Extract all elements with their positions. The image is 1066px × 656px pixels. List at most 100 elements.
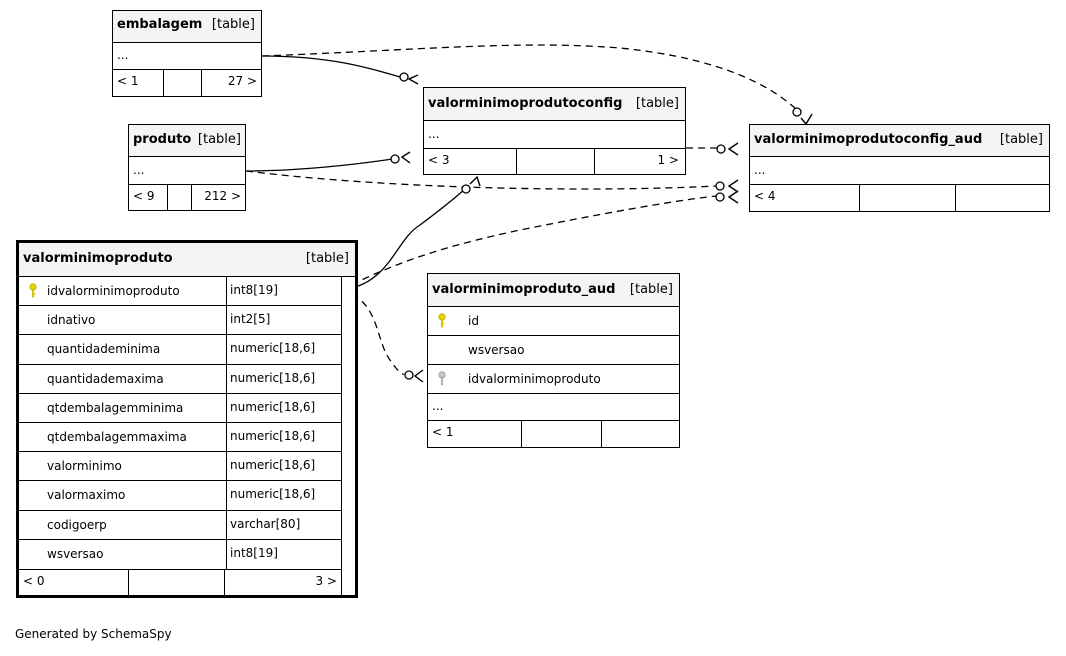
column-type-cell: int2[5] bbox=[226, 306, 341, 335]
column-name: qtdembalagemminima bbox=[47, 400, 184, 415]
primary-key-icon bbox=[29, 283, 37, 298]
edge-marker-circle bbox=[390, 154, 400, 164]
table-tag: [table] bbox=[999, 132, 1043, 147]
footer-children[interactable]: < 0 bbox=[19, 570, 128, 596]
column-name: valorminimo bbox=[47, 459, 122, 474]
column-row-codigoerp[interactable]: codigoerp varchar[80] bbox=[19, 510, 341, 540]
footer-parents[interactable]: 1 > bbox=[594, 149, 685, 174]
table-header: produto [table] bbox=[129, 125, 245, 157]
column-row-valormaximo[interactable]: valormaximo numeric[18,6] bbox=[19, 481, 341, 511]
column-type: int2[5] bbox=[230, 312, 271, 327]
ellipsis-text: ... bbox=[432, 399, 444, 413]
footer-parents[interactable]: 3 > bbox=[224, 570, 341, 596]
table-footer: < 9 212 > bbox=[129, 185, 245, 210]
column-name: quantidademaxima bbox=[47, 371, 164, 386]
table-name: valorminimoproduto_aud bbox=[432, 282, 616, 297]
column-name: id bbox=[468, 314, 479, 328]
footer-children-text: < 3 bbox=[428, 153, 450, 167]
column-row-wsversao[interactable]: wsversao bbox=[428, 336, 679, 365]
footer-parents-text: 212 > bbox=[204, 189, 241, 203]
primary-key-icon bbox=[438, 313, 446, 328]
column-type: numeric[18,6] bbox=[230, 429, 316, 443]
column-row-id[interactable]: id bbox=[428, 307, 679, 336]
column-type: numeric[18,6] bbox=[230, 399, 316, 414]
table-name: valorminimoproduto bbox=[23, 251, 173, 266]
edge-embalagem-config bbox=[261, 55, 401, 78]
table-ellipsis-row: ... bbox=[424, 121, 685, 149]
footer-children[interactable]: < 1 bbox=[428, 421, 521, 447]
edge-marker-circle bbox=[461, 184, 471, 194]
table-name: valorminimoprodutoconfig bbox=[428, 96, 623, 111]
footer-children[interactable]: < 4 bbox=[750, 185, 859, 211]
column-type: numeric[18,6] bbox=[230, 370, 316, 385]
table-header: embalagem [table] bbox=[113, 11, 261, 43]
footer-parents-text: 27 > bbox=[227, 74, 257, 88]
column-name: valormaximo bbox=[47, 488, 126, 503]
footer-parents[interactable] bbox=[601, 421, 679, 447]
footer-children[interactable]: < 9 bbox=[129, 185, 167, 210]
table-footer: < 1 bbox=[428, 421, 679, 447]
edge-marker-circle bbox=[715, 192, 725, 202]
column-row-qtdembalagemminima[interactable]: qtdembalagemminima numeric[18,6] bbox=[19, 393, 341, 423]
table-tag: [table] bbox=[197, 132, 241, 147]
table-valorminimoprodutoconfig-aud[interactable]: valorminimoprodutoconfig_aud [table] ...… bbox=[749, 124, 1050, 212]
edge-marker-circle bbox=[399, 72, 409, 82]
footer-parents[interactable]: 212 > bbox=[191, 185, 245, 210]
ellipsis-text: ... bbox=[428, 127, 440, 141]
footer-middle bbox=[516, 149, 594, 174]
table-valorminimoproduto[interactable]: valorminimoproduto [table] idvalorminimo… bbox=[16, 240, 358, 598]
ellipsis-text: ... bbox=[754, 163, 766, 177]
column-name: codigoerp bbox=[47, 517, 107, 532]
footer-middle bbox=[859, 185, 955, 211]
footer-middle bbox=[163, 70, 201, 96]
column-type: varchar[80] bbox=[230, 516, 301, 531]
column-row-valorminimo[interactable]: valorminimo numeric[18,6] bbox=[19, 452, 341, 482]
column-row-qtdembalagemmaxima[interactable]: qtdembalagemmaxima numeric[18,6] bbox=[19, 423, 341, 453]
column-type: numeric[18,6] bbox=[230, 487, 316, 502]
column-type-cell: varchar[80] bbox=[226, 510, 341, 539]
footer-parents[interactable] bbox=[955, 185, 1049, 211]
foreign-key-icon bbox=[438, 371, 446, 386]
table-valorminimoproduto-aud[interactable]: valorminimoproduto_aud [table] id wsvers… bbox=[427, 273, 680, 448]
table-footer: < 3 1 > bbox=[424, 149, 685, 174]
edge-produto-config bbox=[245, 158, 393, 172]
table-name: produto bbox=[133, 132, 192, 147]
edge-main-produto-aud bbox=[340, 289, 405, 375]
table-ellipsis-row: ... bbox=[428, 394, 679, 421]
column-type-cell: numeric[18,6] bbox=[226, 452, 341, 481]
table-tag: [table] bbox=[635, 96, 679, 111]
table-valorminimoprodutoconfig[interactable]: valorminimoprodutoconfig [table] ... < 3… bbox=[423, 87, 686, 175]
edge-produto-config-aud bbox=[245, 170, 717, 190]
edge-marker-arrow bbox=[469, 175, 481, 187]
column-row-idvalorminimoproduto[interactable]: idvalorminimoproduto bbox=[428, 365, 679, 394]
edge-main-config bbox=[340, 188, 466, 291]
column-name: wsversao bbox=[47, 546, 104, 561]
column-row-quantidademaxima[interactable]: quantidademaxima numeric[18,6] bbox=[19, 364, 341, 394]
table-produto[interactable]: produto [table] ... < 9 212 > bbox=[128, 124, 246, 211]
column-type: int8[19] bbox=[230, 283, 278, 297]
footer-children-text: < 9 bbox=[133, 189, 155, 203]
footer-children[interactable]: < 1 bbox=[113, 70, 163, 96]
table-footer: < 0 3 > bbox=[19, 569, 341, 596]
footer-children-text: < 0 bbox=[23, 574, 45, 588]
table-name: valorminimoprodutoconfig_aud bbox=[754, 132, 983, 147]
column-name: idvalorminimoproduto bbox=[47, 284, 180, 298]
column-type-cell: numeric[18,6] bbox=[226, 364, 341, 393]
footer-children-text: < 1 bbox=[432, 425, 454, 439]
footer-children-text: < 4 bbox=[754, 189, 776, 203]
table-header: valorminimoproduto_aud [table] bbox=[428, 274, 679, 307]
footer-children[interactable]: < 3 bbox=[424, 149, 516, 174]
column-name: qtdembalagemmaxima bbox=[47, 430, 187, 444]
edge-marker-arrow bbox=[727, 142, 739, 156]
footer-parents[interactable]: 27 > bbox=[201, 70, 261, 96]
column-row-idvalorminimoproduto[interactable]: idvalorminimoproduto int8[19] bbox=[19, 277, 341, 307]
column-name: idvalorminimoproduto bbox=[468, 372, 601, 386]
column-type-cell: numeric[18,6] bbox=[226, 335, 341, 364]
ellipsis-text: ... bbox=[117, 48, 129, 62]
column-type-cell: numeric[18,6] bbox=[226, 393, 341, 422]
table-header: valorminimoprodutoconfig [table] bbox=[424, 88, 685, 121]
table-embalagem[interactable]: embalagem [table] ... < 1 27 > bbox=[112, 10, 262, 97]
